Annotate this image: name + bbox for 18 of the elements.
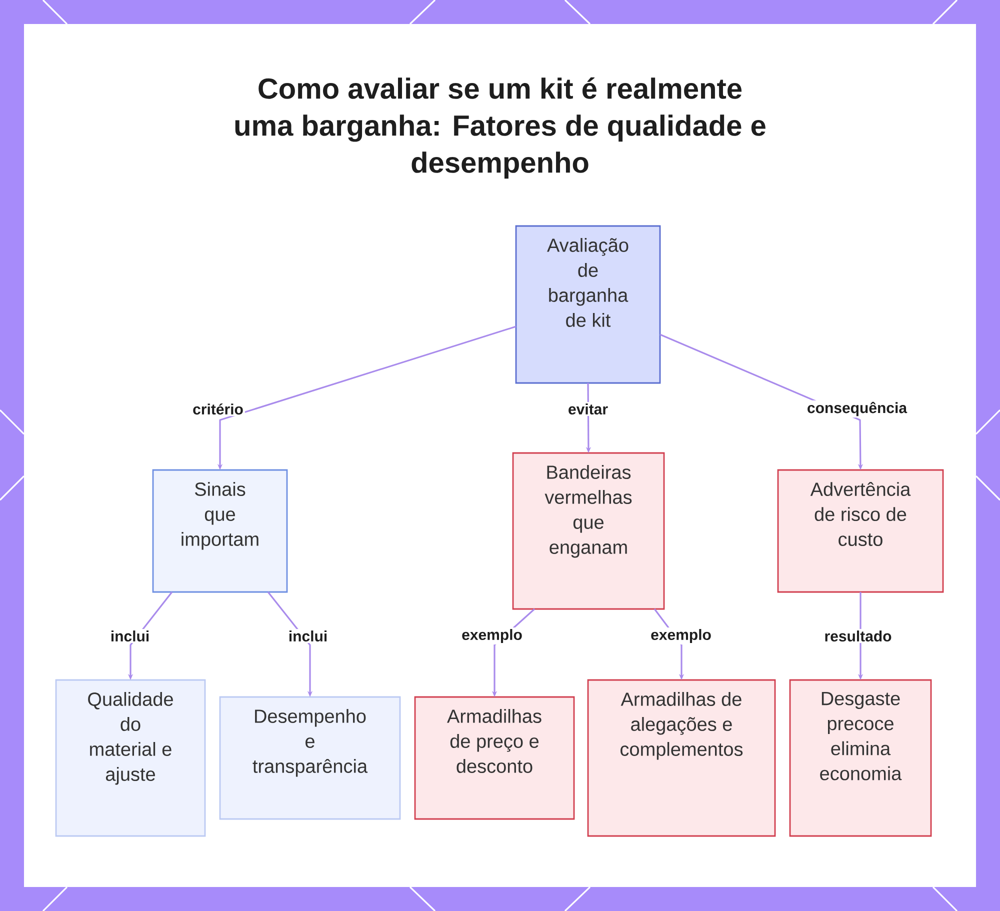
edge-label: resultado (822, 629, 894, 644)
edge-label: inclui (108, 629, 152, 644)
detail-box: Desgaste precoce elimina economia (789, 679, 932, 837)
edge-label: exemplo (460, 628, 524, 644)
detail-box: Qualidade do material e ajuste (55, 679, 206, 837)
category-box: Sinais que importam (152, 469, 288, 593)
title: Como avaliar se um kit é realmente uma barganha: Fatores de qualidade e desempenho (235, 77, 766, 179)
category-box: Bandeiras vermelhas que enganam (512, 452, 665, 610)
edge-label: evitar (566, 402, 610, 416)
detail-box: Armadilhas de alegações e complementos (587, 679, 776, 837)
category-box: Advertência de risco de custo (777, 469, 944, 593)
edge-label: critério (191, 402, 245, 416)
edge-label: inclui (286, 629, 330, 644)
topic-box: Avaliação de barganha de kit (515, 225, 661, 384)
edge-label: consequência (806, 400, 909, 418)
edge-label: exemplo (649, 628, 713, 644)
detail-box: Desempenho e transparência (219, 696, 401, 820)
detail-box: Armadilhas de preço e desconto (414, 696, 575, 820)
